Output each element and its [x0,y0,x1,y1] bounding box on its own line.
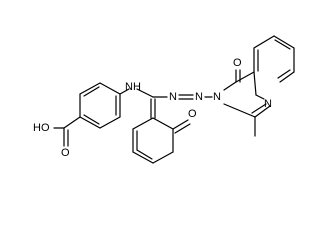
bond [152,117,174,130]
bond [83,114,100,125]
bond [99,116,121,129]
bond [152,151,174,164]
bond [253,71,257,96]
hydroxyl-label: HO [33,122,50,134]
ring-n-label: N [213,91,221,103]
bond [279,71,295,83]
bond [136,149,153,160]
nh-label: NH [125,81,141,93]
acid-o-label: O [61,147,70,159]
bond [132,117,154,130]
bond [132,151,154,164]
atom-labels: NH N N N N O O HO O [33,57,272,159]
bond [99,82,121,95]
azo-n2-label: N [195,91,203,103]
bond [274,39,291,50]
bond [136,88,154,98]
bond [253,35,275,49]
bond [63,116,81,129]
ketone-o-label: O [188,108,197,120]
bond [277,69,291,79]
bond [79,116,101,129]
bond [255,94,265,100]
bond [172,119,189,130]
bond [223,103,256,118]
bond [273,35,295,49]
bond [251,103,267,114]
bond [79,82,101,95]
bonds [53,35,295,164]
pyrimidine-n-label: N [264,98,272,110]
carbonyl-o-label: O [233,57,242,69]
azo-n1-label: N [169,91,177,103]
bond [83,86,100,97]
bond [223,81,237,91]
bond [174,123,191,134]
bond [235,71,255,83]
chemical-structure: NH N N N N O O HO O [33,35,295,164]
bond [254,105,271,118]
bond [119,88,130,95]
